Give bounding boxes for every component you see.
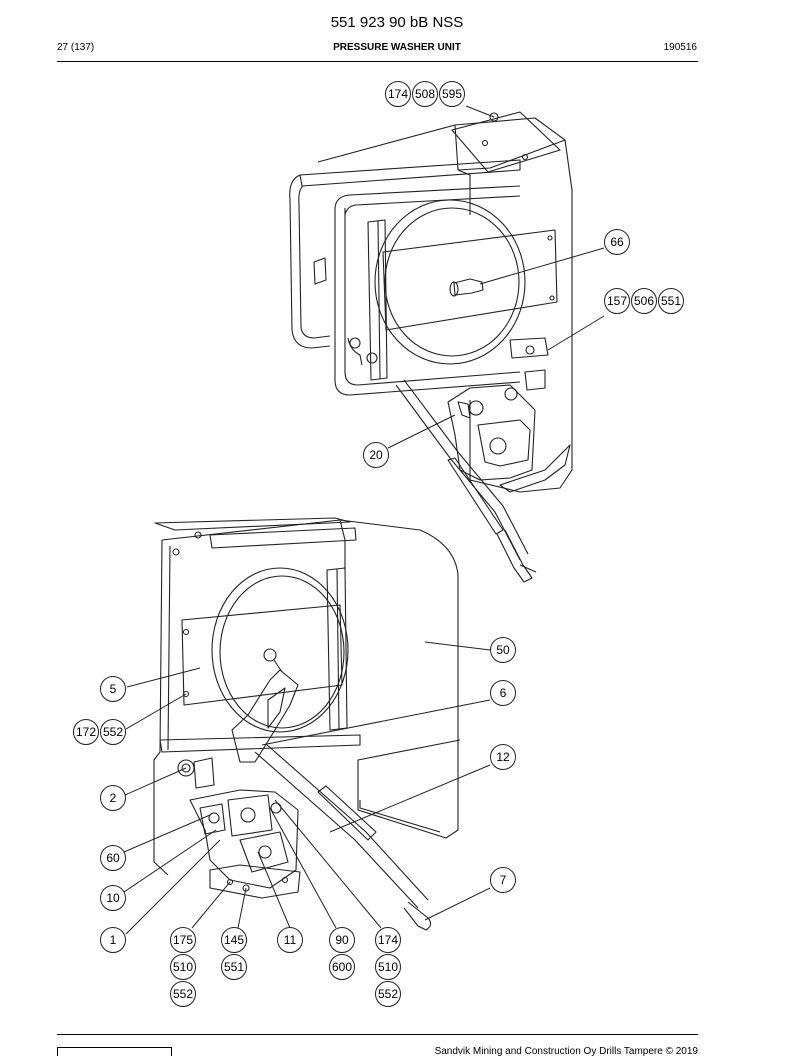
callout-label: 1 [110, 933, 117, 947]
document-date: 190516 [663, 42, 697, 53]
callout-label: 2 [110, 791, 117, 805]
callout-label: 552 [378, 987, 398, 1001]
page-number: 27 (137) [57, 42, 95, 53]
lower-assembly [153, 517, 461, 931]
callout-label: 20 [369, 448, 383, 462]
callout-label: 6 [500, 686, 507, 700]
callout-label: 595 [442, 87, 462, 101]
callout-label: 551 [661, 294, 681, 308]
callout-90-600: 90 600 [329, 927, 355, 980]
callout-6: 6 [490, 680, 516, 706]
callout-label: 552 [173, 987, 193, 1001]
callout-66: 66 [604, 229, 630, 255]
callout-label: 510 [173, 960, 193, 974]
callout-label: 66 [610, 235, 624, 249]
callout-50: 50 [490, 637, 516, 663]
callout-175-510-552: 175 510 552 [170, 927, 196, 1007]
leader-lines [123, 105, 605, 935]
callout-12: 12 [490, 744, 516, 770]
callout-145-551: 145 551 [221, 927, 247, 980]
callout-label: 174 [388, 87, 408, 101]
callout-label: 600 [332, 960, 352, 974]
callout-7: 7 [490, 867, 516, 893]
callout-label: 12 [496, 750, 510, 764]
callout-label: 506 [634, 294, 654, 308]
callout-label: 175 [173, 933, 193, 947]
footer-rule [57, 1034, 698, 1035]
callout-label: 50 [496, 643, 510, 657]
header-rule [57, 61, 698, 62]
callout-label: 172 [76, 725, 96, 739]
callout-label: 508 [415, 87, 435, 101]
document-number: 551 923 90 bB NSS [330, 14, 464, 31]
callout-label: 552 [103, 725, 123, 739]
callout-2: 2 [100, 785, 126, 811]
callout-label: 10 [106, 891, 120, 905]
footer-copyright: Sandvik Mining and Construction Oy Drill… [434, 1046, 698, 1057]
upper-assembly [289, 111, 573, 583]
callout-label: 7 [500, 873, 507, 887]
callout-label: 510 [378, 960, 398, 974]
callout-label: 60 [106, 851, 120, 865]
sandvik-logo [57, 1047, 172, 1056]
callout-10: 10 [100, 885, 126, 911]
callout-5: 5 [100, 676, 126, 702]
section-title: PRESSURE WASHER UNIT [333, 42, 461, 53]
callout-172-552: 172 552 [73, 719, 126, 745]
callout-label: 11 [284, 933, 297, 947]
callout-20: 20 [363, 442, 389, 468]
callout-label: 5 [110, 682, 117, 696]
callout-60: 60 [100, 845, 126, 871]
callout-174-508-595: 174 508 595 [385, 81, 465, 107]
callout-label: 174 [378, 933, 398, 947]
callout-label: 157 [607, 294, 627, 308]
callout-1: 1 [100, 927, 126, 953]
callout-label: 90 [335, 933, 349, 947]
callout-label: 145 [224, 933, 244, 947]
callouts: 174 508 595 66 157 506 551 20 50 5 6 [73, 81, 684, 1007]
callout-174-510-552: 174 510 552 [375, 927, 401, 1007]
callout-11: 11 [277, 927, 303, 953]
callout-157-506-551: 157 506 551 [604, 288, 684, 314]
callout-label: 551 [224, 960, 244, 974]
